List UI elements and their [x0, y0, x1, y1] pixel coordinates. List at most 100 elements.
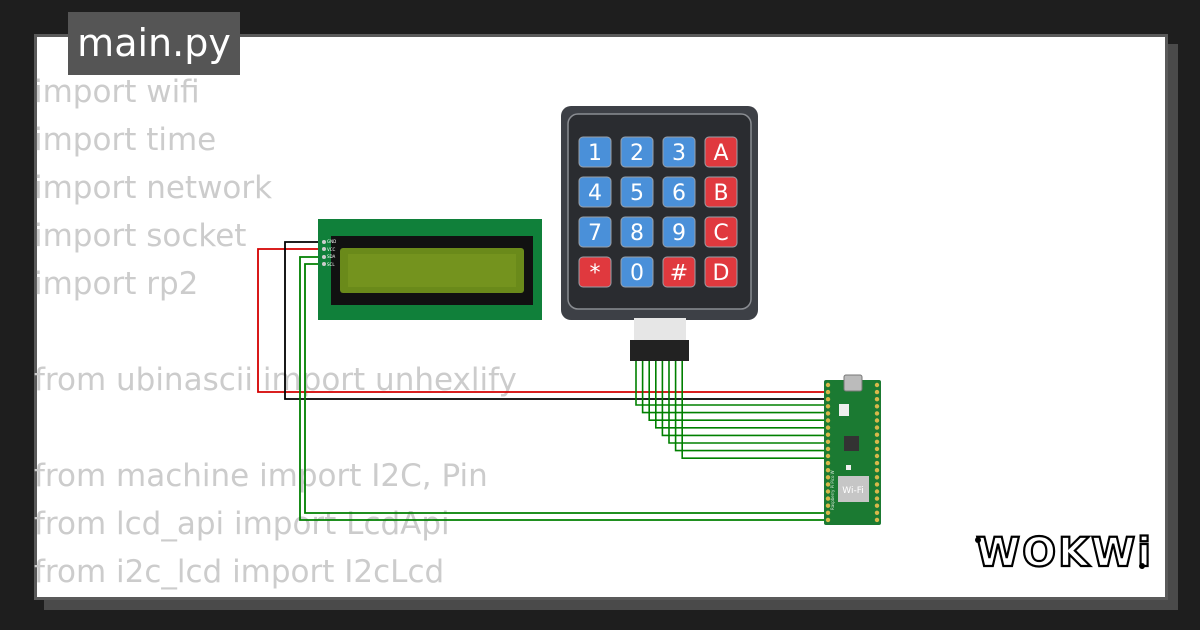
- wire-keypad-row-col[interactable]: [641, 360, 826, 414]
- pico-pin[interactable]: [874, 382, 880, 388]
- pico-pin[interactable]: [874, 517, 880, 523]
- pico-pin[interactable]: [825, 382, 831, 388]
- pico-pin[interactable]: [874, 411, 880, 416]
- pico-pin[interactable]: [874, 418, 880, 423]
- pico-pin[interactable]: [874, 389, 880, 395]
- code-line: import socket: [34, 218, 247, 254]
- keypad-key[interactable]: [704, 176, 738, 208]
- keypad-key[interactable]: [620, 136, 654, 168]
- keypad-key-label: 5: [630, 181, 644, 206]
- pico-w-board[interactable]: Wi-Fi Raspberry Pi Pico W: [824, 374, 881, 525]
- pico-pin[interactable]: [874, 432, 880, 437]
- pico-pin[interactable]: [825, 468, 831, 473]
- pico-pin[interactable]: [874, 496, 880, 501]
- pico-pin[interactable]: [825, 510, 831, 515]
- pico-pin[interactable]: [825, 446, 831, 452]
- pin-header: [630, 340, 689, 361]
- wire-keypad-row-col[interactable]: [661, 360, 826, 437]
- wire-keypad-row-col[interactable]: [648, 360, 826, 422]
- pico-pin[interactable]: [874, 425, 880, 430]
- wire-vcc[interactable]: [257, 248, 878, 393]
- pico-pin[interactable]: [825, 453, 831, 459]
- pico-pin[interactable]: [874, 475, 880, 480]
- keypad-key-label: 9: [672, 221, 686, 246]
- pico-pin[interactable]: [874, 489, 880, 494]
- wifi-label: Wi-Fi: [842, 486, 863, 496]
- keypad-key-label: 0: [630, 261, 644, 286]
- keypad-key[interactable]: [662, 216, 696, 248]
- keypad-key[interactable]: [704, 136, 738, 168]
- pico-pin[interactable]: [825, 397, 831, 402]
- pico-pin[interactable]: [825, 496, 831, 501]
- pico-pin[interactable]: [874, 468, 880, 473]
- keypad-key[interactable]: [620, 216, 654, 248]
- bootsel-button[interactable]: [839, 404, 849, 416]
- pico-pin[interactable]: [825, 418, 831, 423]
- pico-pin[interactable]: [874, 460, 880, 466]
- lcd-screen-inner: [348, 254, 516, 287]
- pico-pin[interactable]: [825, 425, 831, 430]
- pico-pin[interactable]: [825, 404, 831, 409]
- wire-scl[interactable]: [304, 263, 826, 514]
- pico-pin[interactable]: [874, 446, 880, 452]
- wire-gnd[interactable]: [284, 241, 878, 400]
- lcd-pin-label: VCC: [327, 247, 336, 252]
- wire-keypad-row-col[interactable]: [654, 360, 826, 429]
- lcd-display[interactable]: GND VCC SDA SCL: [318, 219, 542, 320]
- logo-dot: [1139, 563, 1145, 569]
- wire-sda[interactable]: [299, 256, 826, 521]
- keypad-key[interactable]: [662, 176, 696, 208]
- lcd-pin-label: GND: [327, 239, 336, 244]
- keypad-key[interactable]: [620, 256, 654, 288]
- lcd-pin: [322, 262, 326, 266]
- lcd-pin: [322, 247, 326, 251]
- wire-keypad-row-col[interactable]: [635, 360, 826, 406]
- keypad-key[interactable]: [662, 136, 696, 168]
- pico-pin[interactable]: [825, 489, 831, 494]
- keypad-key[interactable]: [620, 176, 654, 208]
- file-name: main.py: [77, 21, 231, 65]
- pico-pin[interactable]: [874, 397, 880, 402]
- keypad-key[interactable]: [662, 256, 696, 288]
- pico-pin[interactable]: [825, 432, 831, 437]
- pico-pin[interactable]: [825, 517, 831, 523]
- keypad-key[interactable]: [704, 256, 738, 288]
- keypad-key-label: 7: [588, 221, 602, 246]
- wire-keypad-row-col[interactable]: [668, 360, 826, 444]
- keypad-key-label: *: [590, 261, 601, 286]
- pico-pins: [825, 382, 880, 523]
- pico-pin[interactable]: [825, 460, 831, 466]
- wire-keypad-row-col[interactable]: [674, 360, 826, 452]
- keypad-key[interactable]: [578, 216, 612, 248]
- pico-pin[interactable]: [825, 503, 831, 508]
- pico-pin[interactable]: [825, 475, 831, 480]
- lcd-pins: GND VCC SDA SCL: [322, 239, 336, 267]
- pico-pin[interactable]: [825, 411, 831, 416]
- wire-keypad-row-col[interactable]: [681, 360, 826, 460]
- wokwi-logo: WOKWi: [975, 529, 1150, 577]
- pico-pin[interactable]: [874, 439, 880, 444]
- keypad-key-label: 8: [630, 221, 644, 246]
- pico-pin[interactable]: [874, 482, 880, 487]
- pico-pin[interactable]: [825, 389, 831, 395]
- code-line: from i2c_lcd import I2cLcd: [34, 554, 445, 590]
- code-line: import rp2: [34, 266, 199, 302]
- keypad-key[interactable]: [578, 176, 612, 208]
- pico-pin[interactable]: [825, 439, 831, 444]
- keypad-key[interactable]: [578, 136, 612, 168]
- file-tab[interactable]: main.py: [68, 12, 240, 75]
- code-line: from lcd_api import LcdApi: [34, 506, 450, 542]
- keypad-key-label: 3: [672, 141, 686, 166]
- keypad-key-label: B: [713, 181, 728, 206]
- keypad-key-label: #: [670, 261, 688, 286]
- ribbon-cable: [634, 318, 686, 340]
- keypad-key[interactable]: [704, 216, 738, 248]
- pico-pin[interactable]: [825, 482, 831, 487]
- pico-pin[interactable]: [874, 404, 880, 409]
- pico-pin[interactable]: [874, 503, 880, 508]
- pico-pin[interactable]: [874, 510, 880, 515]
- keypad-key[interactable]: [578, 256, 612, 288]
- pico-pin[interactable]: [874, 453, 880, 459]
